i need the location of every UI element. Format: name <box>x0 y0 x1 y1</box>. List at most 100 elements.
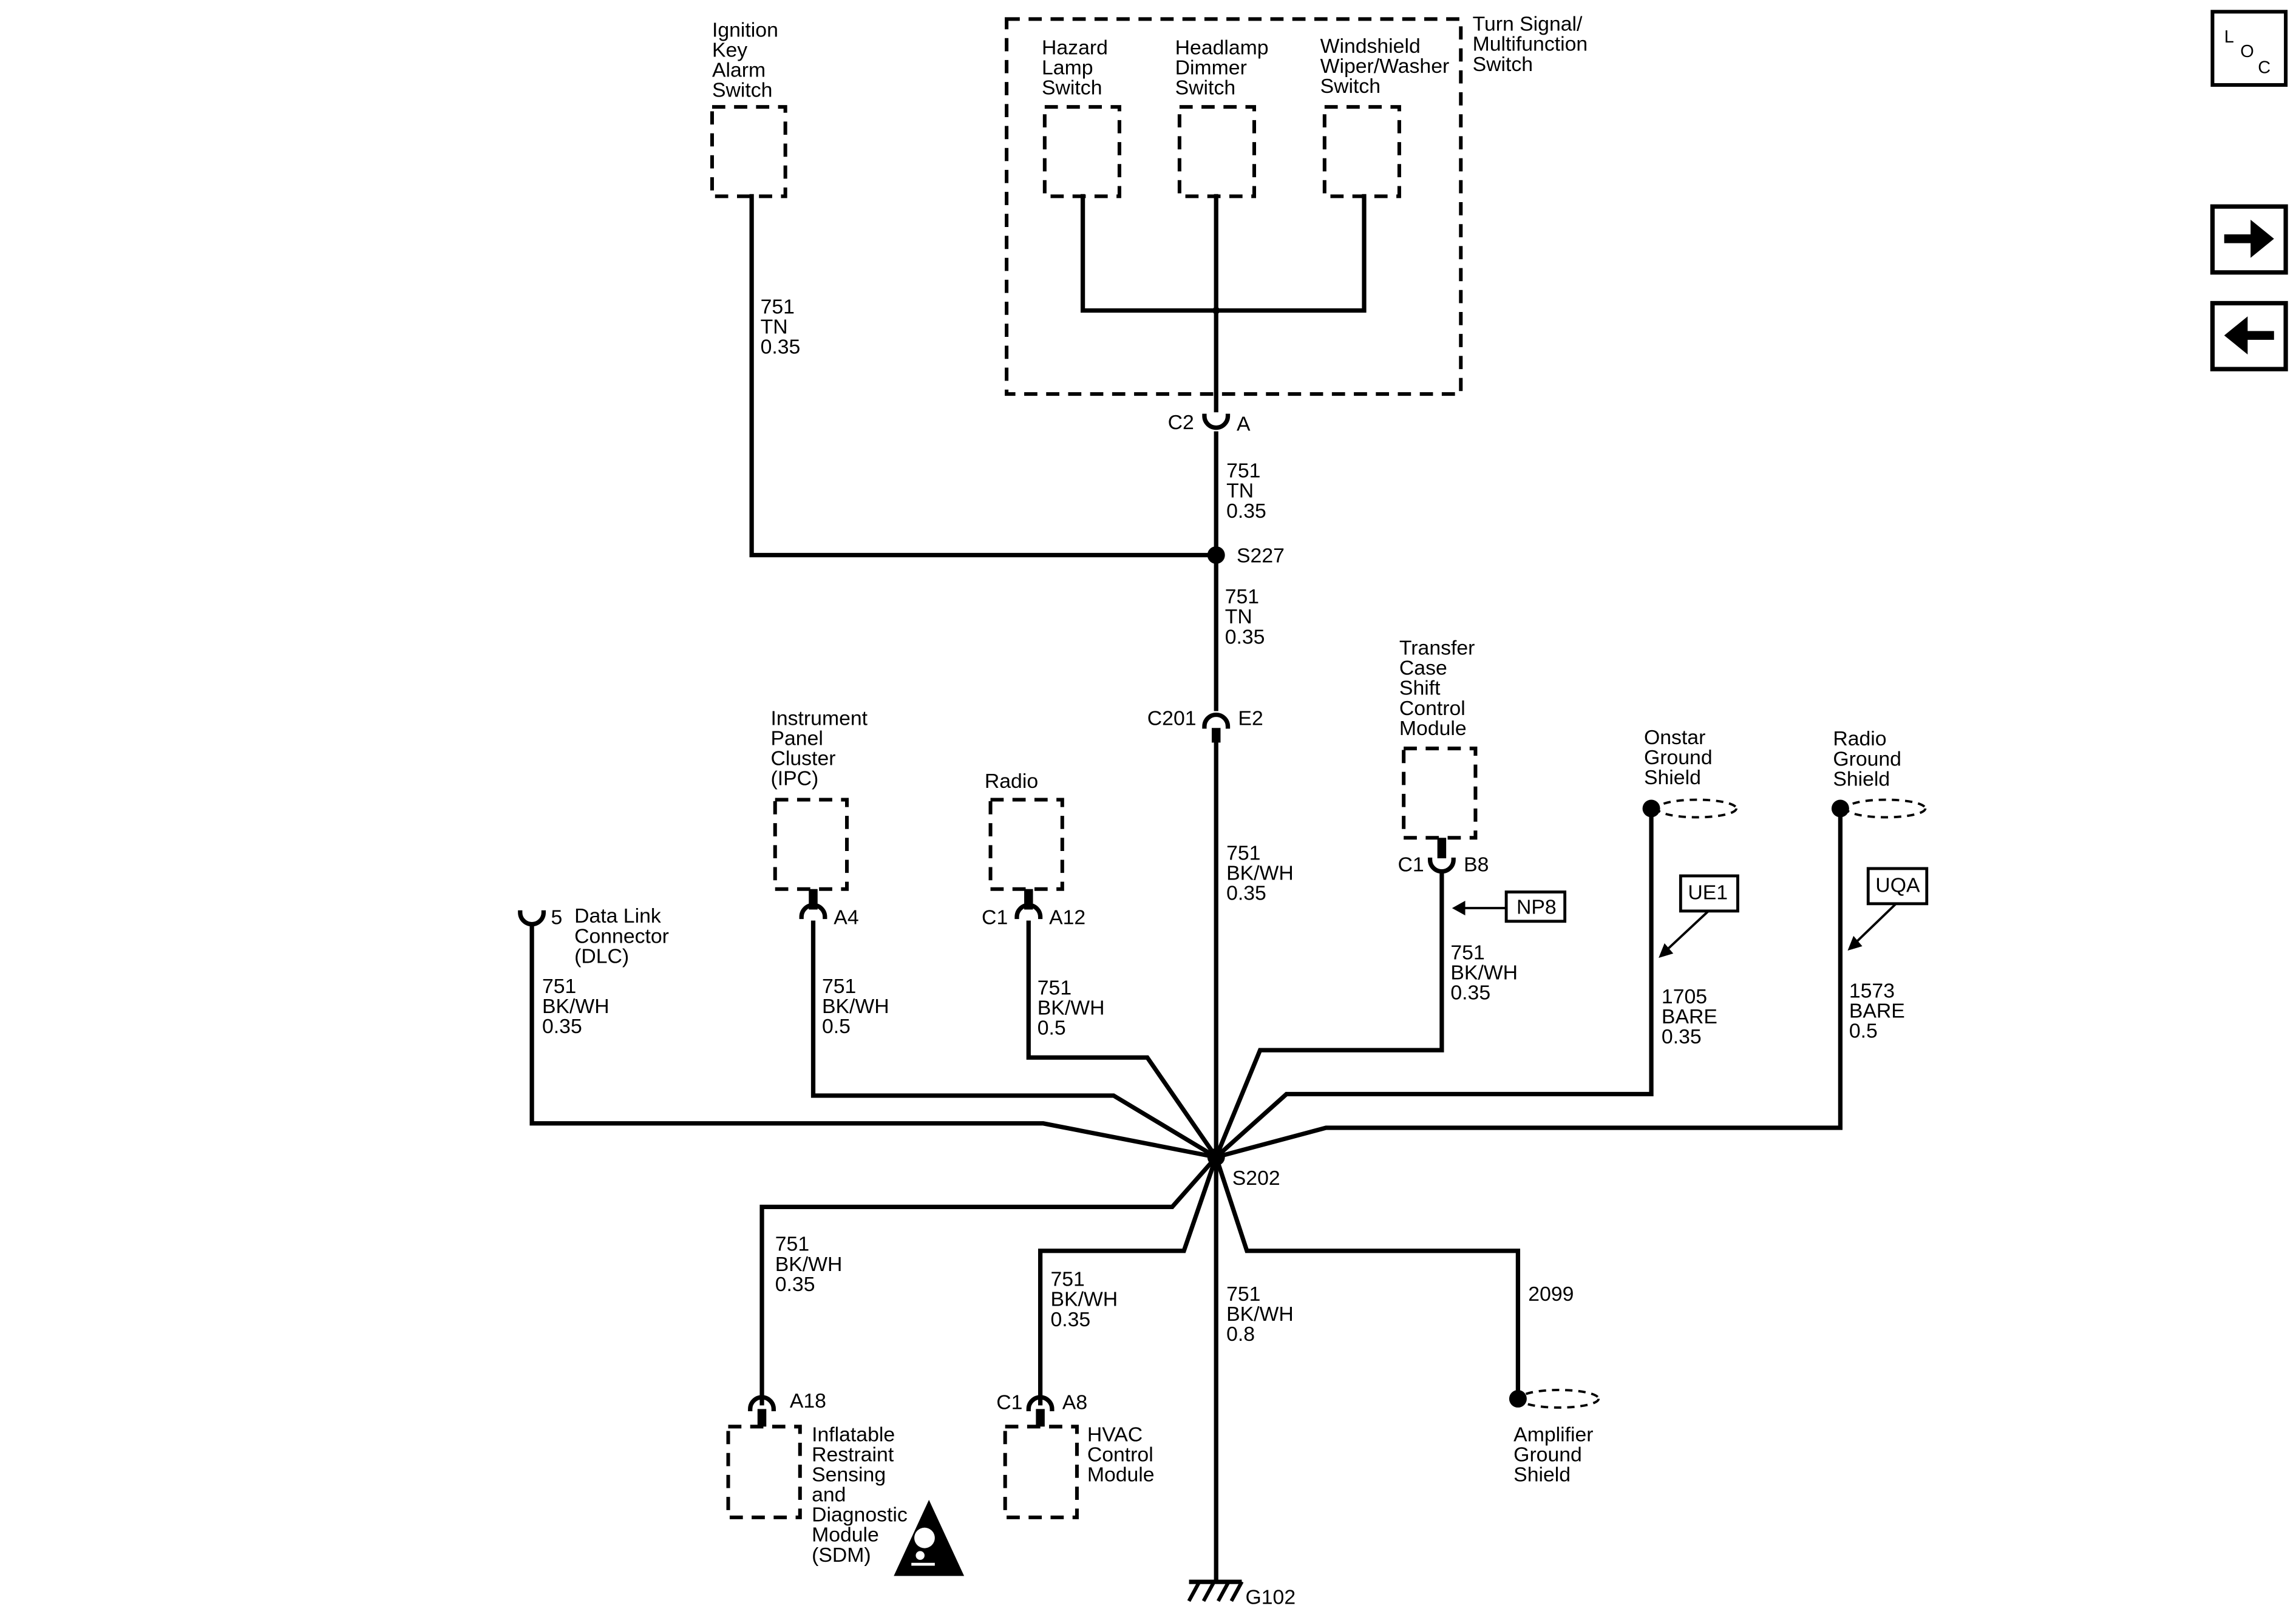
radio-label: Radio <box>985 770 1038 793</box>
ground-symbol <box>1187 1579 1244 1602</box>
amp-shield-drain <box>1518 1389 1600 1409</box>
ue1-label: UE1 <box>1688 881 1728 904</box>
label-line: 0.5 <box>822 1015 851 1038</box>
sdm-box <box>726 1425 802 1519</box>
arrow-left-icon <box>2224 316 2274 354</box>
ipc-box <box>773 798 849 891</box>
prev-button[interactable] <box>2210 300 2288 371</box>
label-line: 0.5 <box>1849 1019 1878 1042</box>
label-line: 751 <box>1226 459 1260 483</box>
ipc-pin-stub <box>809 889 818 910</box>
onstar-shield-drain <box>1656 798 1737 819</box>
label-line: Control <box>1087 1443 1153 1466</box>
label-line: Amplifier <box>1513 1423 1593 1446</box>
label-line: Turn Signal/ <box>1473 13 1583 36</box>
wire-sdm-s202 <box>759 1154 1220 1406</box>
ue1-arrowhead <box>1659 943 1674 958</box>
label-line: TN <box>1226 480 1254 503</box>
ue1-pointer <box>1663 910 1710 953</box>
sdm-connector <box>748 1395 776 1411</box>
loc-letter-o: O <box>2240 42 2254 61</box>
label-line: Shield <box>1513 1463 1571 1486</box>
label-line: 0.35 <box>761 336 801 359</box>
label-line: BARE <box>1849 999 1905 1022</box>
label-line: Key <box>712 38 747 61</box>
headlamp-dimmer-switch-box <box>1177 105 1256 198</box>
c2-connector <box>1202 413 1231 430</box>
s202-label: S202 <box>1232 1167 1280 1190</box>
uqa-option-box <box>1866 867 1929 906</box>
radio-conn-label: C1 <box>982 906 1008 929</box>
label-line: Data Link <box>574 904 661 927</box>
label-line: Module <box>1087 1463 1155 1486</box>
uqa-arrowhead <box>1847 935 1863 951</box>
label-line: Ignition <box>712 18 778 41</box>
wire-radio-shield-s202 <box>1213 806 1843 1160</box>
label-line: Control <box>1399 697 1466 720</box>
label-line: 0.35 <box>1051 1308 1091 1331</box>
np8-label: NP8 <box>1517 896 1557 919</box>
radio-pin-stub <box>1024 889 1033 910</box>
label-line: BK/WH <box>1038 997 1105 1020</box>
label-line: (DLC) <box>574 944 629 968</box>
label-line: Switch <box>712 79 772 102</box>
turn-signal-multifunction-switch-outline <box>1005 17 1463 396</box>
loc-button-frame[interactable] <box>2210 10 2288 87</box>
c201-label: C201 <box>1147 707 1197 730</box>
tcscm-pin-label: B8 <box>1464 853 1489 876</box>
loc-button[interactable]: L O C <box>2210 10 2288 87</box>
label-line: 751 <box>1226 1283 1260 1306</box>
label-line: 0.35 <box>1450 981 1490 1005</box>
label-line: Ground <box>1513 1443 1582 1466</box>
wire-onstar-s202 <box>1213 806 1654 1161</box>
label-line: 0.35 <box>775 1273 815 1296</box>
label-line: BK/WH <box>1051 1288 1118 1311</box>
label-line: Lamp <box>1042 56 1093 79</box>
label-line: 1573 <box>1849 979 1895 1002</box>
label-line: (IPC) <box>771 767 819 790</box>
np8-option-box <box>1504 890 1567 923</box>
hvac-conn-label: C1 <box>996 1391 1022 1414</box>
label-line: BK/WH <box>775 1253 843 1276</box>
dlc-pin-label: 5 <box>551 906 562 929</box>
label-line: BK/WH <box>1226 1303 1294 1326</box>
label-line: Switch <box>1175 76 1235 99</box>
wire-radio-s202 <box>1026 920 1220 1161</box>
wire-amp-label: 2099 <box>1528 1283 1574 1306</box>
uqa-label: UQA <box>1875 874 1920 897</box>
label-line: 751 <box>1225 585 1259 608</box>
wire-ipc-s202 <box>810 920 1220 1161</box>
label-line: 751 <box>761 295 795 318</box>
ue1-option-box <box>1679 874 1739 913</box>
label-line: BK/WH <box>822 995 889 1018</box>
label-line: Shift <box>1399 677 1441 700</box>
label-line: Shield <box>1833 767 1890 790</box>
hvac-box <box>1003 1425 1079 1519</box>
next-button[interactable] <box>2210 204 2288 275</box>
wire-dlc-s202 <box>529 922 1219 1160</box>
c201-pin-stub <box>1211 728 1221 743</box>
uqa-pointer <box>1852 903 1897 946</box>
loc-letter-l: L <box>2224 27 2234 47</box>
label-line: Windshield <box>1320 35 1421 58</box>
label-line: Switch <box>1042 76 1102 99</box>
label-line: Connector <box>574 924 669 947</box>
radio-pin-label: A12 <box>1049 906 1085 929</box>
switch-internal-wiring <box>1080 194 1367 313</box>
radio-shield-drain <box>1845 798 1927 819</box>
label-line: Dimmer <box>1175 56 1247 79</box>
